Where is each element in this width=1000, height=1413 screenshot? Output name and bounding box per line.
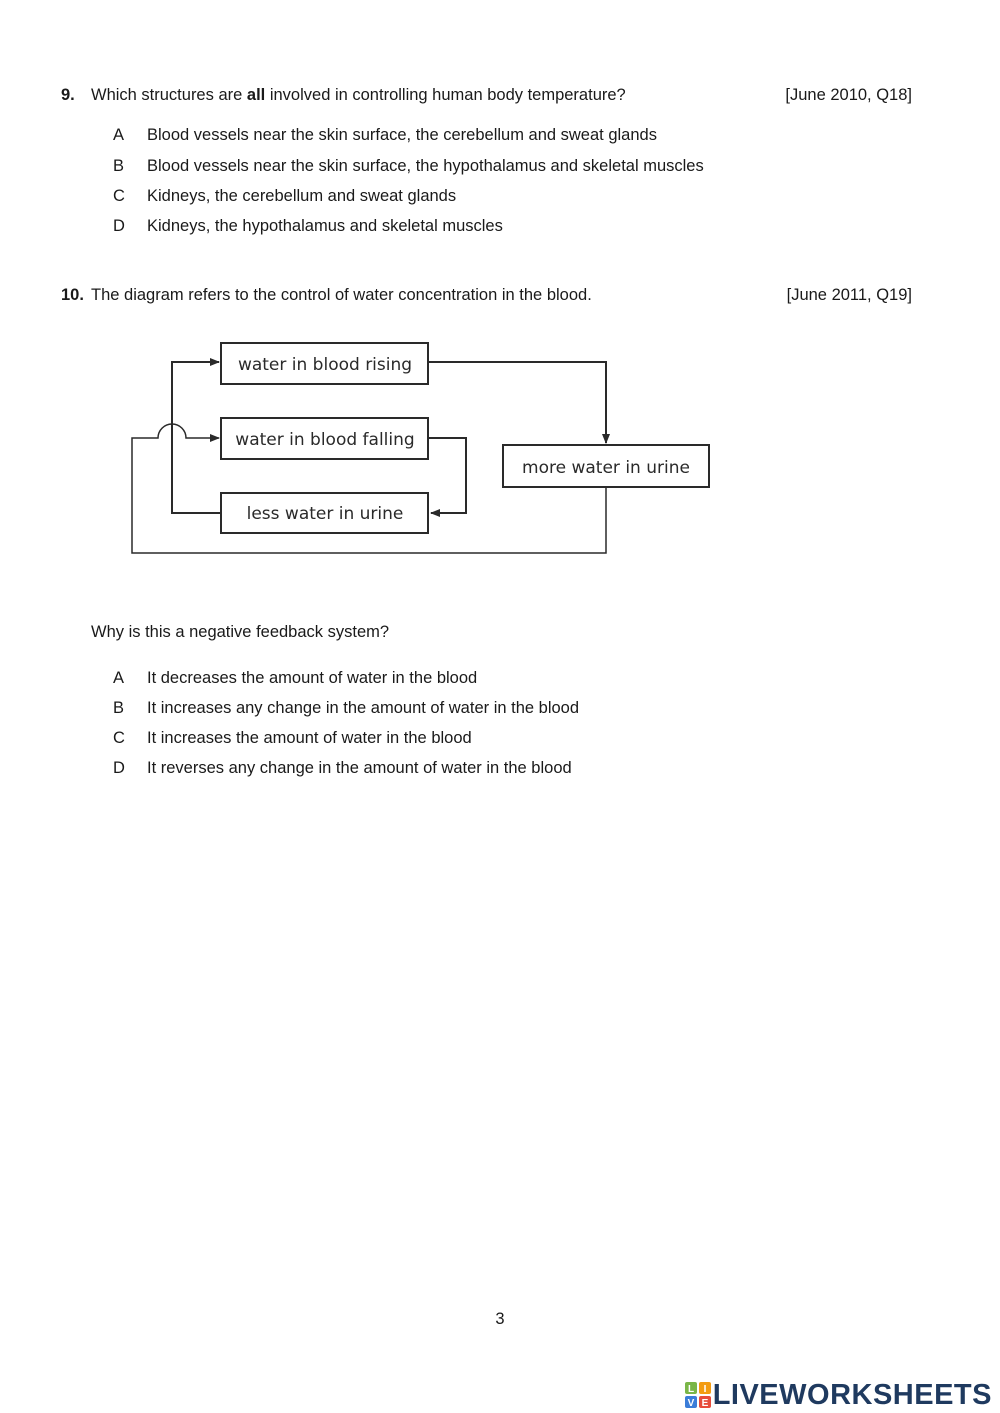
q10-option-b-letter: B: [113, 699, 125, 717]
q10-option-d-letter: D: [113, 759, 125, 777]
q10-option-c-letter: C: [113, 729, 125, 747]
box-more: [502, 444, 710, 488]
q9-number: 9.: [61, 86, 75, 104]
box-less-label: less water in urine: [247, 504, 404, 524]
box-falling-label: water in blood falling: [235, 430, 414, 450]
page-number: 3: [495, 1310, 505, 1328]
q10-question: Why is this a negative feedback system?: [91, 623, 390, 641]
liveworksheets-icon: L I V E: [684, 1382, 711, 1408]
q9-stem-before: Which structures are: [91, 86, 247, 104]
q9-reference: [June 2010, Q18]: [785, 86, 912, 104]
q9-option-d-text: Kidneys, the hypothalamus and skeletal m…: [147, 217, 503, 235]
svg-text:V: V: [687, 1398, 694, 1408]
q9-stem-bold: all: [246, 86, 266, 104]
liveworksheets-wordmark: LIVEWORKSHEETS: [712, 1378, 992, 1411]
q10-stem: The diagram refers to the control of wat…: [91, 286, 592, 304]
q9-option-a-letter: A: [113, 126, 125, 144]
q9-stem: Which structures are all involved in con…: [91, 86, 626, 105]
box-rising: [220, 342, 429, 385]
q9-stem-after: involved in controlling human body tempe…: [265, 86, 626, 104]
q9-option-d-letter: D: [113, 217, 125, 235]
q10-option-a-text: It decreases the amount of water in the …: [147, 669, 478, 687]
box-more-label: more water in urine: [522, 458, 690, 478]
arrow-more-to-falling: [131, 423, 607, 554]
q10-option-c-text: It increases the amount of water in the …: [147, 729, 472, 747]
q9-option-c-text: Kidneys, the cerebellum and sweat glands: [147, 187, 457, 205]
svg-text:E: E: [701, 1398, 708, 1408]
q10-number: 10.: [61, 286, 84, 304]
box-falling: [220, 417, 429, 460]
q10-option-a-letter: A: [113, 669, 125, 687]
q10-option-d-text: It reverses any change in the amount of …: [147, 759, 572, 777]
q9-option-a-text: Blood vessels near the skin surface, the…: [147, 126, 657, 144]
liveworksheets-logo: L I V E LIVEWORKSHEETS: [684, 1378, 992, 1412]
q9-option-b-letter: B: [113, 157, 125, 175]
feedback-diagram: water in blood rising water in blood fal…: [131, 342, 710, 554]
arrow-less-to-rising: [171, 358, 221, 514]
svg-text:I: I: [703, 1384, 706, 1395]
q10-reference: [June 2011, Q19]: [786, 286, 912, 304]
arrow-rising-to-more: [428, 361, 610, 444]
svg-text:L: L: [688, 1384, 694, 1395]
arrow-falling-to-less: [428, 437, 467, 517]
q10-option-b-text: It increases any change in the amount of…: [147, 699, 580, 717]
box-rising-label: water in blood rising: [238, 355, 412, 375]
box-less: [220, 492, 429, 534]
q9-option-c-letter: C: [113, 187, 125, 205]
q9-option-b-text: Blood vessels near the skin surface, the…: [147, 157, 704, 175]
